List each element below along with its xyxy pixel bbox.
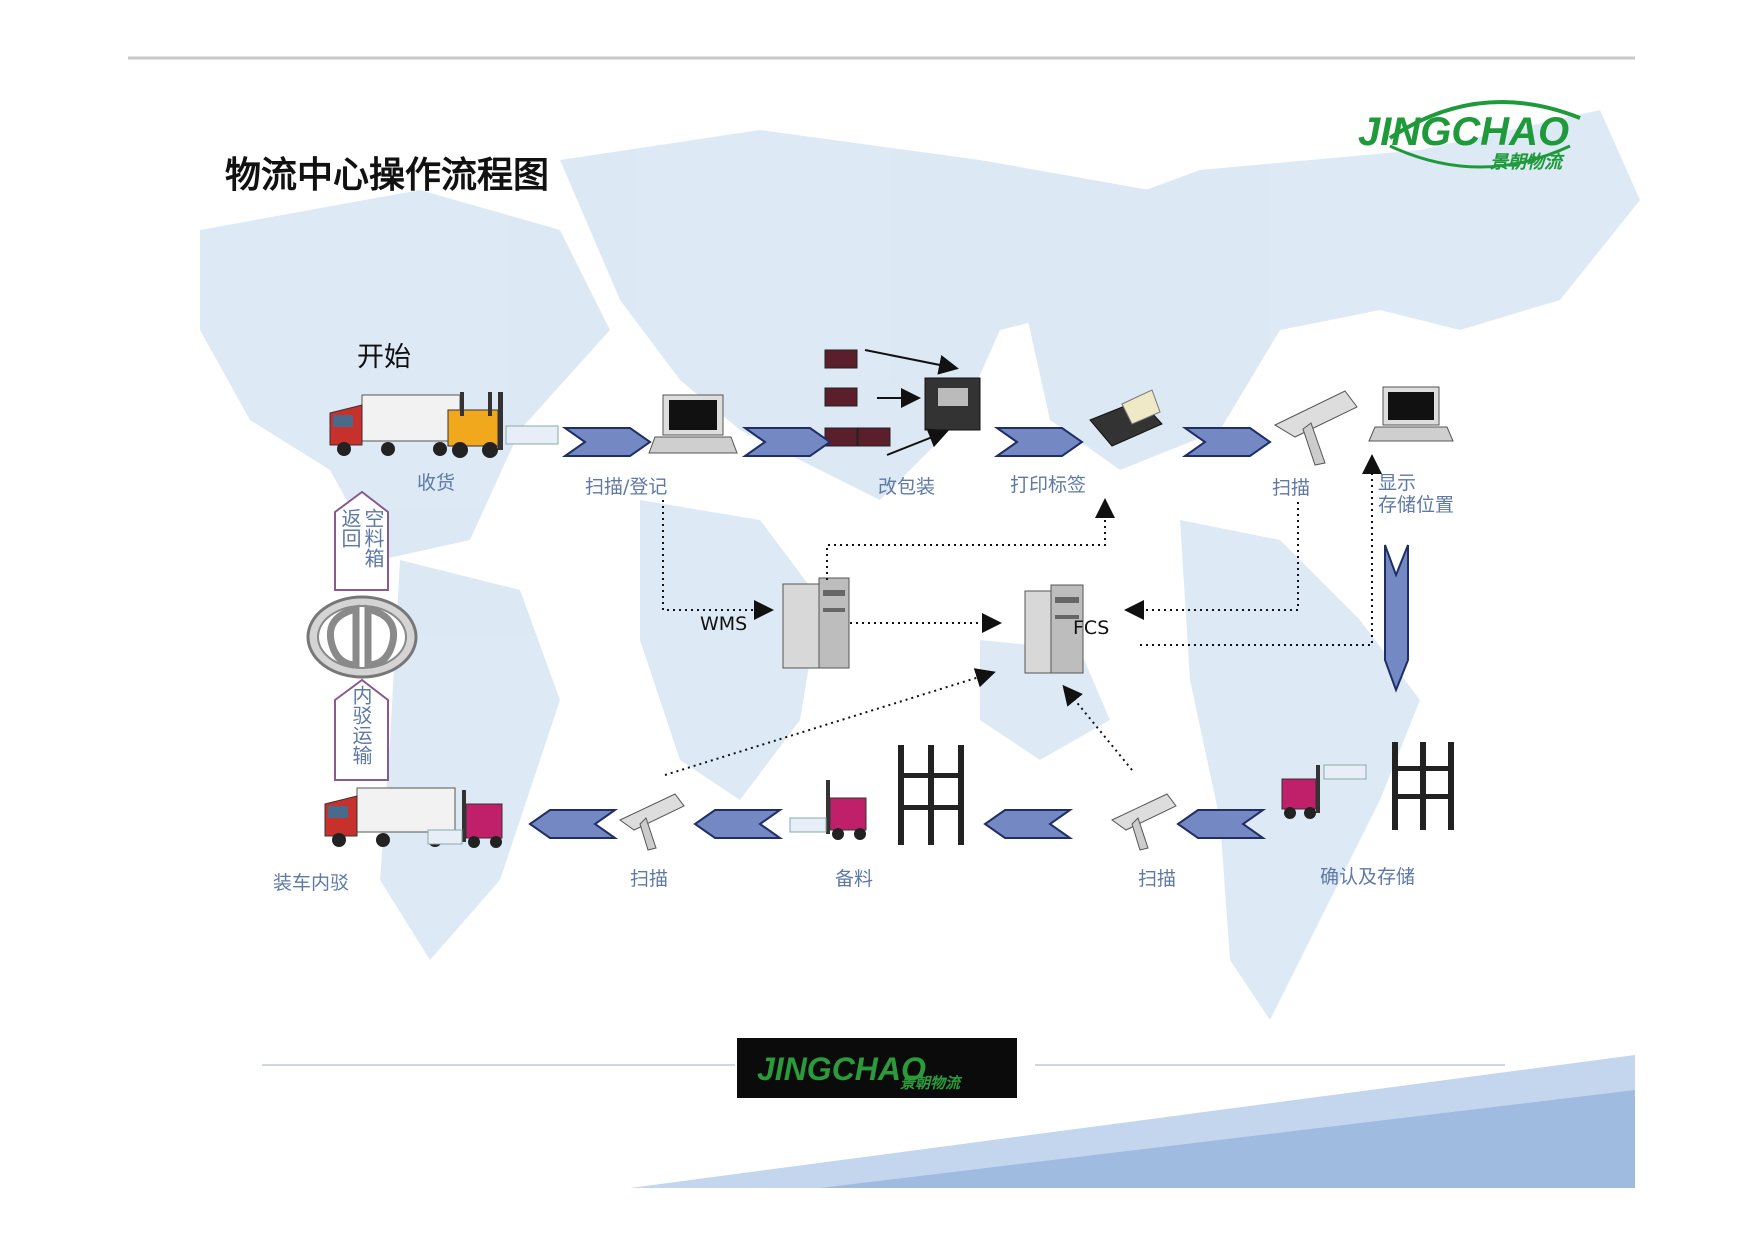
car-brand-emblem-icon	[306, 595, 418, 679]
fcs-label: FCS	[1073, 617, 1109, 639]
flow-arrow-down	[1384, 544, 1409, 693]
laptop-icon-2	[1368, 386, 1454, 442]
flow-arrow-3	[993, 427, 1084, 457]
forklift-icon-br	[1281, 764, 1367, 819]
step-receive-label: 收货	[417, 472, 456, 494]
truck-icon-bottom	[324, 787, 456, 847]
crates-icon	[824, 349, 981, 447]
step-repack-label: 改包装	[878, 476, 936, 498]
scanner-icon	[1273, 390, 1358, 466]
scanner-icon-br	[1111, 793, 1177, 851]
link-scan-to-wms	[662, 500, 774, 620]
link-scan-br-to-fcs	[1062, 684, 1133, 771]
step-scan-br-label: 扫描	[1138, 868, 1177, 890]
link-scan-bl-to-fcs	[664, 668, 996, 776]
step-scan-register-label: 扫描/登记	[585, 476, 668, 498]
fcs-server-icon	[1024, 584, 1084, 674]
step-print-label-label: 打印标签	[1010, 474, 1087, 496]
laptop-icon	[648, 394, 738, 454]
bottom-logo: JINGCHAO 景朝物流	[737, 1038, 1017, 1098]
flow-arrow-1	[561, 427, 652, 457]
label-printer-icon	[1089, 389, 1163, 447]
bottom-logo-wordmark: JINGCHAO	[757, 1051, 926, 1087]
rack-icon-left	[898, 745, 964, 845]
wms-server-icon	[782, 577, 850, 669]
transfer-box	[334, 678, 389, 781]
bottom-wedge-dark	[820, 1090, 1635, 1188]
return-box	[334, 490, 389, 591]
return-label-col2: 空料箱	[361, 508, 385, 568]
flow-arrow-4	[1181, 427, 1272, 457]
transfer-label: 内驳运输	[349, 685, 373, 765]
step-show-location-label: 显示 存储位置	[1378, 472, 1455, 516]
bottom-logo-chinese: 景朝物流	[899, 1074, 963, 1092]
flow-arrow-2	[741, 427, 832, 457]
rack-icon-right	[1392, 742, 1454, 830]
return-label-col1: 返回	[338, 508, 362, 548]
flow-arrow-5	[1176, 809, 1267, 839]
repack-arrow-3	[886, 428, 949, 456]
step-scan-bl-label: 扫描	[630, 868, 669, 890]
truck-icon	[329, 394, 461, 456]
logo-wordmark: JINGCHAO	[1358, 110, 1569, 154]
step-load-truck-label: 装车内驳	[273, 872, 350, 894]
logo-swoosh-lower	[1389, 144, 1571, 169]
link-fcs-to-display	[1140, 454, 1382, 646]
logo-swoosh	[1388, 100, 1581, 140]
step-prepare-label: 备料	[835, 868, 874, 890]
wms-label: WMS	[700, 613, 747, 635]
step-scan-top-label: 扫描	[1272, 477, 1311, 499]
brand-logo: JINGCHAO 景朝物流	[1358, 100, 1581, 173]
logo-chinese: 景朝物流	[1490, 152, 1565, 173]
forklift-icon-load	[427, 790, 503, 848]
scanner-icon-bl	[619, 793, 685, 851]
start-label: 开始	[357, 342, 411, 373]
step-confirm-store-label: 确认及存储	[1320, 866, 1416, 888]
forklift-icon-prepare	[789, 780, 867, 840]
link-scanner-to-fcs	[1124, 502, 1299, 620]
page-title: 物流中心操作流程图	[225, 155, 550, 196]
repack-arrow-1	[864, 349, 959, 375]
forklift-icon	[447, 392, 559, 458]
flow-arrow-7	[693, 809, 784, 839]
link-wms-to-printer	[826, 498, 1115, 580]
flow-arrow-6	[983, 809, 1074, 839]
flow-arrow-8	[528, 809, 619, 839]
